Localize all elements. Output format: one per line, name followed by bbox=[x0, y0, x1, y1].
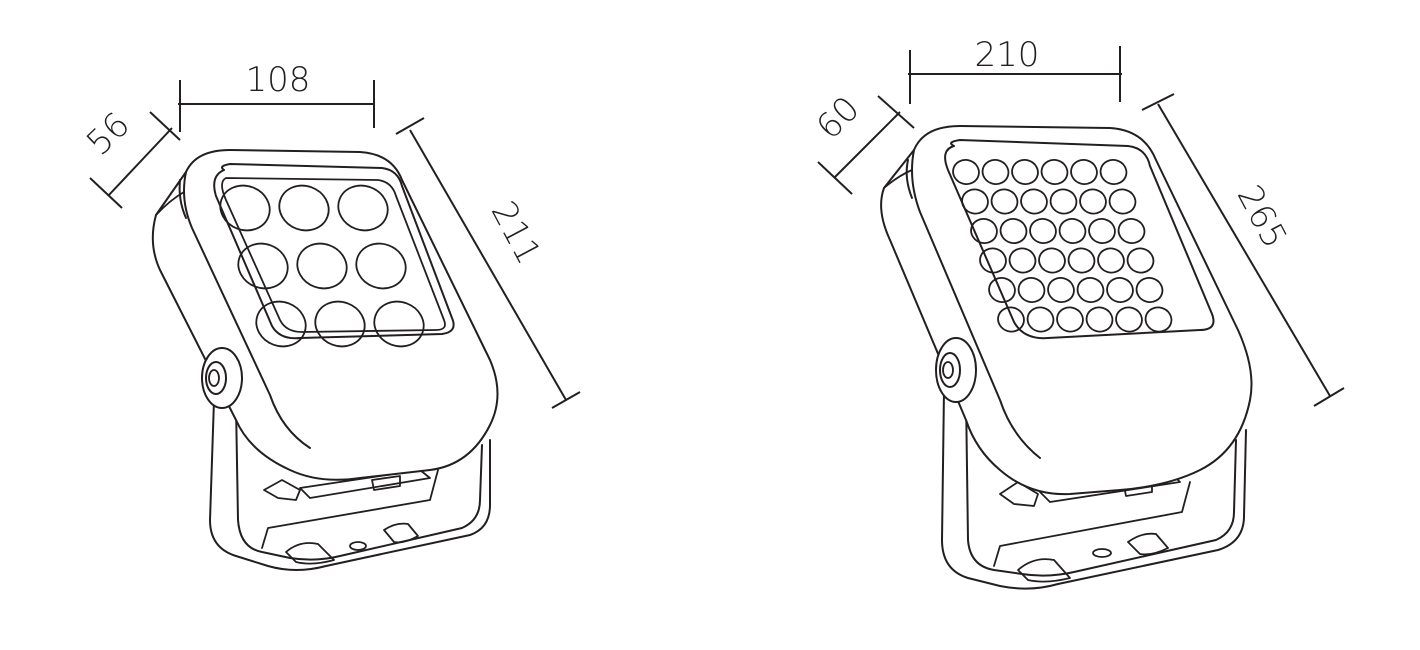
led-lens bbox=[1085, 306, 1114, 333]
small-housing bbox=[151, 149, 499, 481]
led-lens bbox=[1008, 247, 1037, 274]
large-lens-window bbox=[944, 139, 1215, 340]
led-lens bbox=[1126, 247, 1155, 274]
led-lens bbox=[296, 242, 348, 290]
led-lens bbox=[952, 159, 980, 185]
led-lens bbox=[1076, 277, 1105, 303]
small-depth-dimension: 56 bbox=[79, 105, 181, 209]
small-pivot-knob bbox=[201, 347, 243, 409]
small-bracket bbox=[209, 399, 491, 571]
led-lens bbox=[278, 184, 330, 232]
small-led-array bbox=[219, 184, 425, 348]
led-lens bbox=[1088, 218, 1116, 244]
large-bracket bbox=[941, 389, 1247, 590]
led-lens bbox=[1144, 306, 1173, 333]
large-floodlight: 210 60 265 bbox=[809, 35, 1345, 590]
led-lens bbox=[1047, 277, 1075, 303]
small-width-dimension: 108 bbox=[178, 60, 375, 132]
led-lens bbox=[1067, 247, 1096, 274]
led-lens bbox=[355, 242, 407, 290]
led-lens bbox=[1097, 247, 1125, 274]
large-pivot-knob bbox=[935, 337, 977, 403]
led-lens bbox=[1106, 277, 1134, 303]
led-lens bbox=[970, 218, 998, 244]
led-lens bbox=[219, 184, 271, 232]
led-lens bbox=[1070, 159, 1098, 185]
small-depth-label: 56 bbox=[79, 105, 138, 164]
led-lens bbox=[1108, 188, 1137, 215]
led-lens bbox=[1038, 247, 1066, 274]
large-depth-label: 60 bbox=[809, 89, 868, 148]
led-lens bbox=[1099, 159, 1128, 185]
led-lens bbox=[997, 306, 1025, 333]
led-lens bbox=[1011, 159, 1039, 185]
led-lens bbox=[1058, 218, 1087, 244]
led-lens bbox=[990, 188, 1019, 215]
large-height-label: 265 bbox=[1229, 179, 1295, 255]
led-lens bbox=[961, 188, 989, 215]
small-floodlight: 108 56 211 bbox=[79, 60, 581, 571]
large-led-array bbox=[952, 159, 1173, 333]
led-lens bbox=[999, 218, 1028, 244]
large-width-label: 210 bbox=[975, 35, 1040, 75]
led-lens bbox=[373, 300, 425, 348]
small-width-label: 108 bbox=[246, 60, 311, 100]
led-lens bbox=[1020, 188, 1048, 215]
led-lens bbox=[1117, 218, 1146, 244]
led-lens bbox=[255, 300, 307, 348]
large-housing bbox=[880, 125, 1253, 496]
led-lens bbox=[1029, 218, 1057, 244]
large-width-dimension: 210 bbox=[908, 35, 1122, 104]
led-lens bbox=[1017, 277, 1046, 303]
led-lens bbox=[237, 242, 289, 290]
led-lens bbox=[1040, 159, 1069, 185]
led-lens bbox=[1115, 306, 1143, 333]
led-lens bbox=[1049, 188, 1078, 215]
led-lens bbox=[1026, 306, 1055, 333]
small-lens-window bbox=[213, 163, 455, 340]
led-lens bbox=[337, 184, 389, 232]
led-lens bbox=[314, 300, 366, 348]
led-lens bbox=[981, 159, 1010, 185]
led-lens bbox=[988, 277, 1016, 303]
led-lens bbox=[1079, 188, 1107, 215]
led-lens bbox=[979, 247, 1007, 274]
led-lens bbox=[1056, 306, 1084, 333]
led-lens bbox=[1135, 277, 1164, 303]
small-height-label: 211 bbox=[483, 195, 549, 271]
